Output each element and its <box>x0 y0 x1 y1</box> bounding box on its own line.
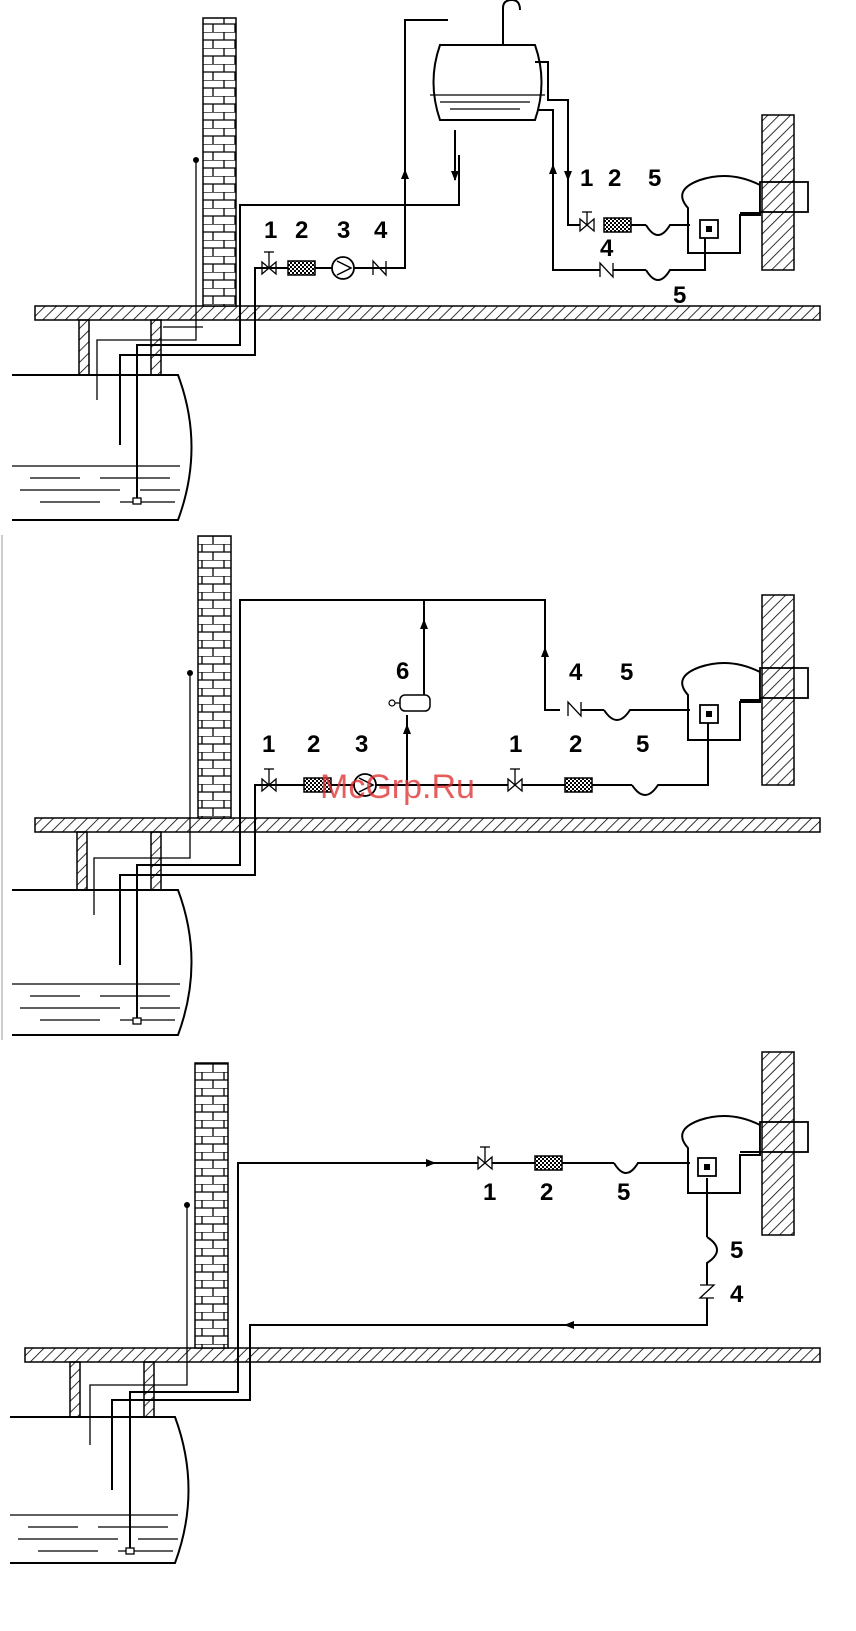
label-c2: 2 <box>307 731 320 758</box>
flex-hose-return <box>707 1237 717 1285</box>
flex-hose-supply <box>614 1163 690 1173</box>
label-c1b: 1 <box>509 731 522 758</box>
suction-foot <box>133 1018 141 1024</box>
filter-burner-2 <box>565 778 592 792</box>
filter-3 <box>535 1156 562 1170</box>
chimney <box>195 1063 228 1348</box>
vent-cap <box>184 1202 190 1208</box>
pit-wall-left <box>79 320 89 375</box>
label-4: 4 <box>374 217 388 244</box>
vent-cap <box>187 670 193 676</box>
vent-pipe <box>94 673 190 915</box>
valve-1 <box>262 252 276 274</box>
boiler-wall-2 <box>762 595 794 785</box>
label-d4: 4 <box>730 1281 744 1308</box>
underground-tank <box>12 375 192 520</box>
label-c1: 1 <box>262 731 275 758</box>
label-top4: 4 <box>569 659 583 686</box>
valve-burner-2 <box>508 769 522 791</box>
label-b5: 5 <box>648 165 661 192</box>
label-b5-loop: 5 <box>673 282 686 309</box>
supply-line-1 <box>120 20 448 445</box>
label-top5: 5 <box>620 659 633 686</box>
label-1: 1 <box>264 217 277 244</box>
vent-cap <box>193 157 199 163</box>
diagram-1: 1 2 3 4 1 2 5 4 5 <box>12 0 820 520</box>
diagram-2: 6 4 5 1 2 3 1 2 <box>12 536 820 1035</box>
gauge-6 <box>389 695 430 711</box>
label-b1: 1 <box>580 165 593 192</box>
oil-hatching <box>20 996 180 1020</box>
filter-burner-1 <box>604 218 631 232</box>
chimney <box>203 18 236 306</box>
flex-hose-1 <box>646 225 690 235</box>
check-valve-top <box>568 702 581 716</box>
floor-slab <box>25 1348 820 1362</box>
check-valve-return <box>700 1285 714 1298</box>
pit-wall-right <box>151 320 161 375</box>
valve-1 <box>262 769 276 791</box>
boiler-wall-1 <box>762 115 794 270</box>
check-valve-burner <box>600 263 613 277</box>
oil-hatching <box>20 478 180 502</box>
supply-line-2 <box>120 785 407 965</box>
label-d1: 1 <box>483 1179 496 1206</box>
label-d5-return: 5 <box>730 1237 743 1264</box>
floor-slab <box>35 818 820 832</box>
underground-tank <box>12 890 192 1035</box>
label-d2: 2 <box>540 1179 553 1206</box>
label-c5: 5 <box>636 731 649 758</box>
label-b2: 2 <box>608 165 621 192</box>
label-3: 3 <box>337 217 350 244</box>
pit-wall-left <box>77 832 87 890</box>
vent-pipe <box>97 160 196 400</box>
watermark: McGrp.Ru <box>320 768 475 806</box>
flex-hose-top <box>604 710 690 720</box>
pump-3 <box>332 257 354 279</box>
day-tank <box>430 0 545 120</box>
filter-1 <box>288 261 315 275</box>
floor-slab <box>35 306 820 320</box>
flex-hose-2 <box>646 238 705 280</box>
pit-wall-right <box>151 832 161 890</box>
label-2: 2 <box>295 217 308 244</box>
vent-pipe <box>90 1205 187 1445</box>
chimney <box>198 536 231 818</box>
valve-3 <box>478 1147 492 1169</box>
pit-wall-left <box>70 1362 80 1417</box>
underground-tank <box>10 1417 189 1563</box>
suction-foot <box>126 1548 134 1554</box>
label-b4: 4 <box>600 235 614 262</box>
label-c2b: 2 <box>569 731 582 758</box>
pit-wall-right <box>144 1362 154 1417</box>
label-c3: 3 <box>355 731 368 758</box>
label-6: 6 <box>396 658 409 685</box>
label-d5: 5 <box>617 1179 630 1206</box>
diagram-3: 1 2 5 5 4 <box>10 1052 820 1563</box>
valve-burner-1 <box>580 212 594 231</box>
boiler-wall-3 <box>762 1052 794 1235</box>
oil-hatching <box>18 1527 178 1551</box>
suction-foot <box>133 498 141 504</box>
